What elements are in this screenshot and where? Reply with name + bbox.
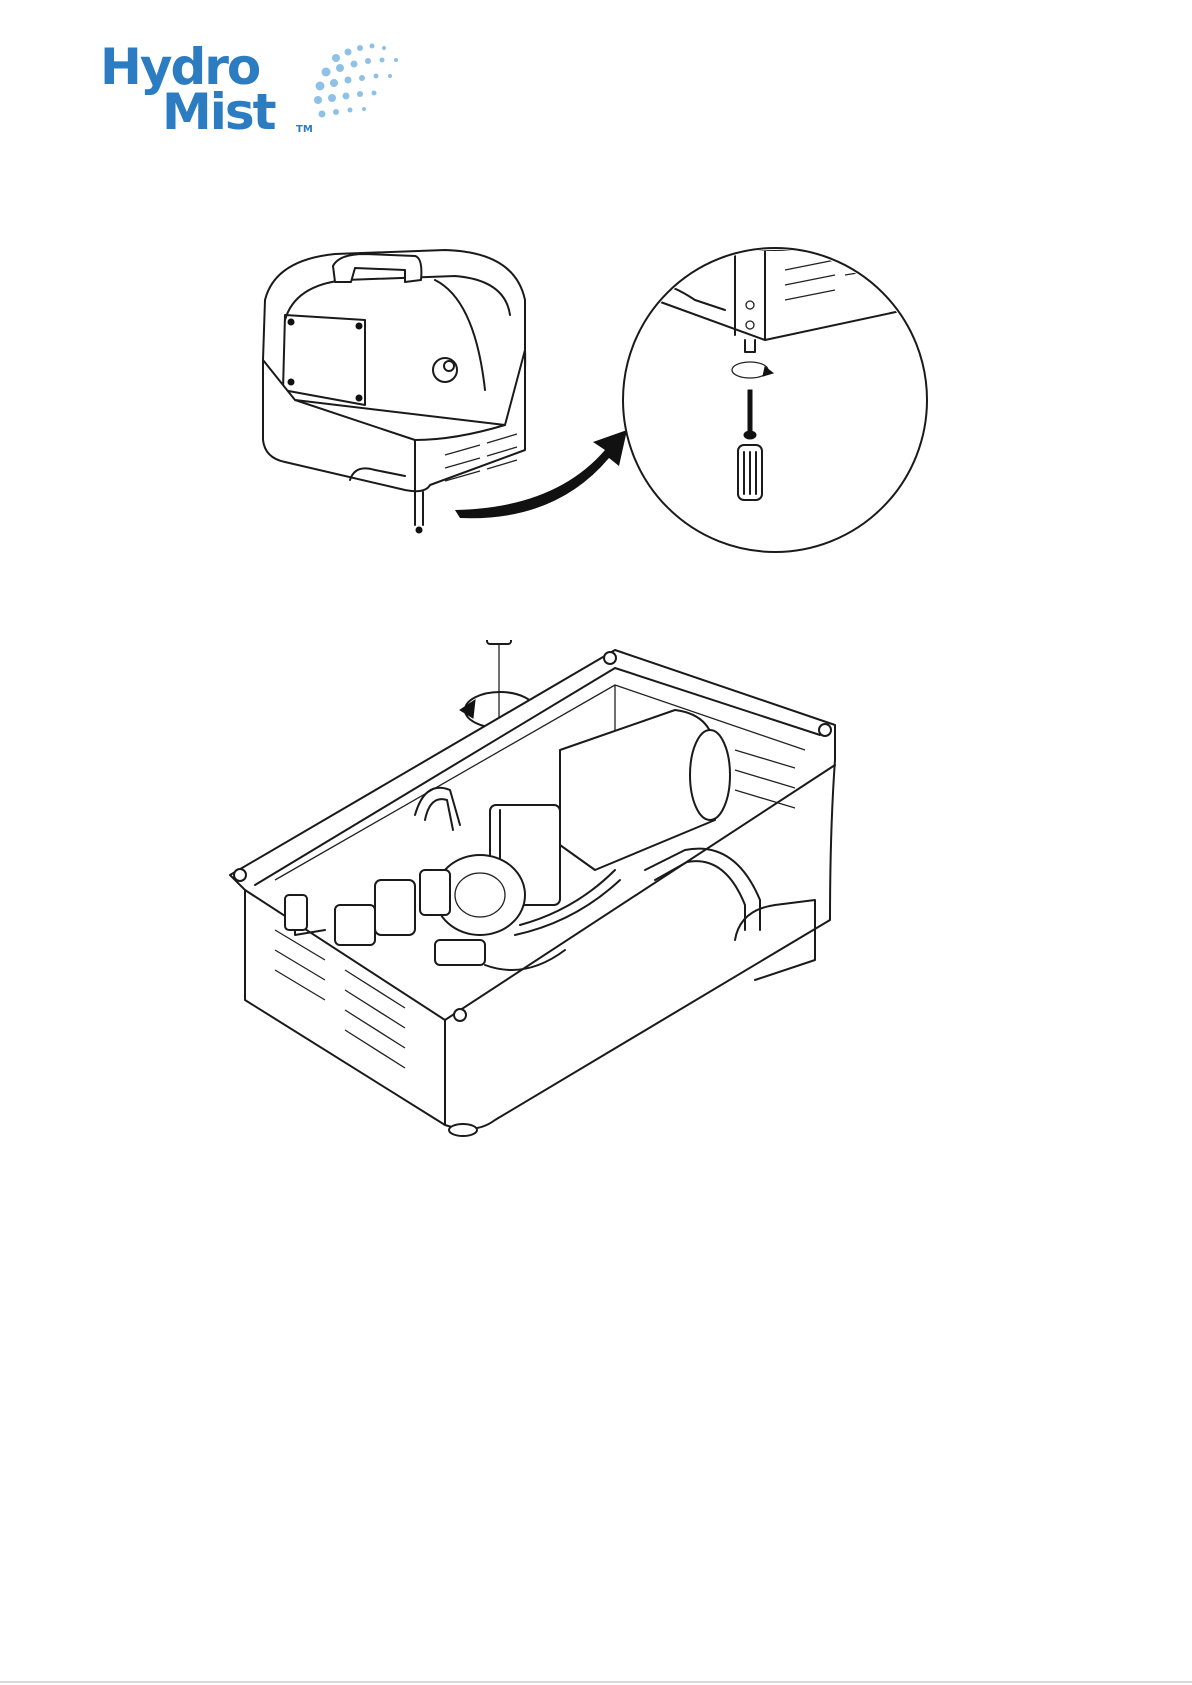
logo-trademark: TM	[296, 124, 313, 135]
page-bottom-rule	[0, 1681, 1192, 1683]
figure-open-base	[215, 640, 935, 1240]
hydromist-logo: Hydro Mist TM	[100, 36, 420, 136]
mist-dots-icon	[314, 44, 398, 118]
logo-text-mist: Mist	[162, 83, 276, 136]
figure-unit-detail	[255, 240, 975, 580]
housing-unit	[263, 250, 525, 533]
detail-circle	[623, 240, 927, 552]
